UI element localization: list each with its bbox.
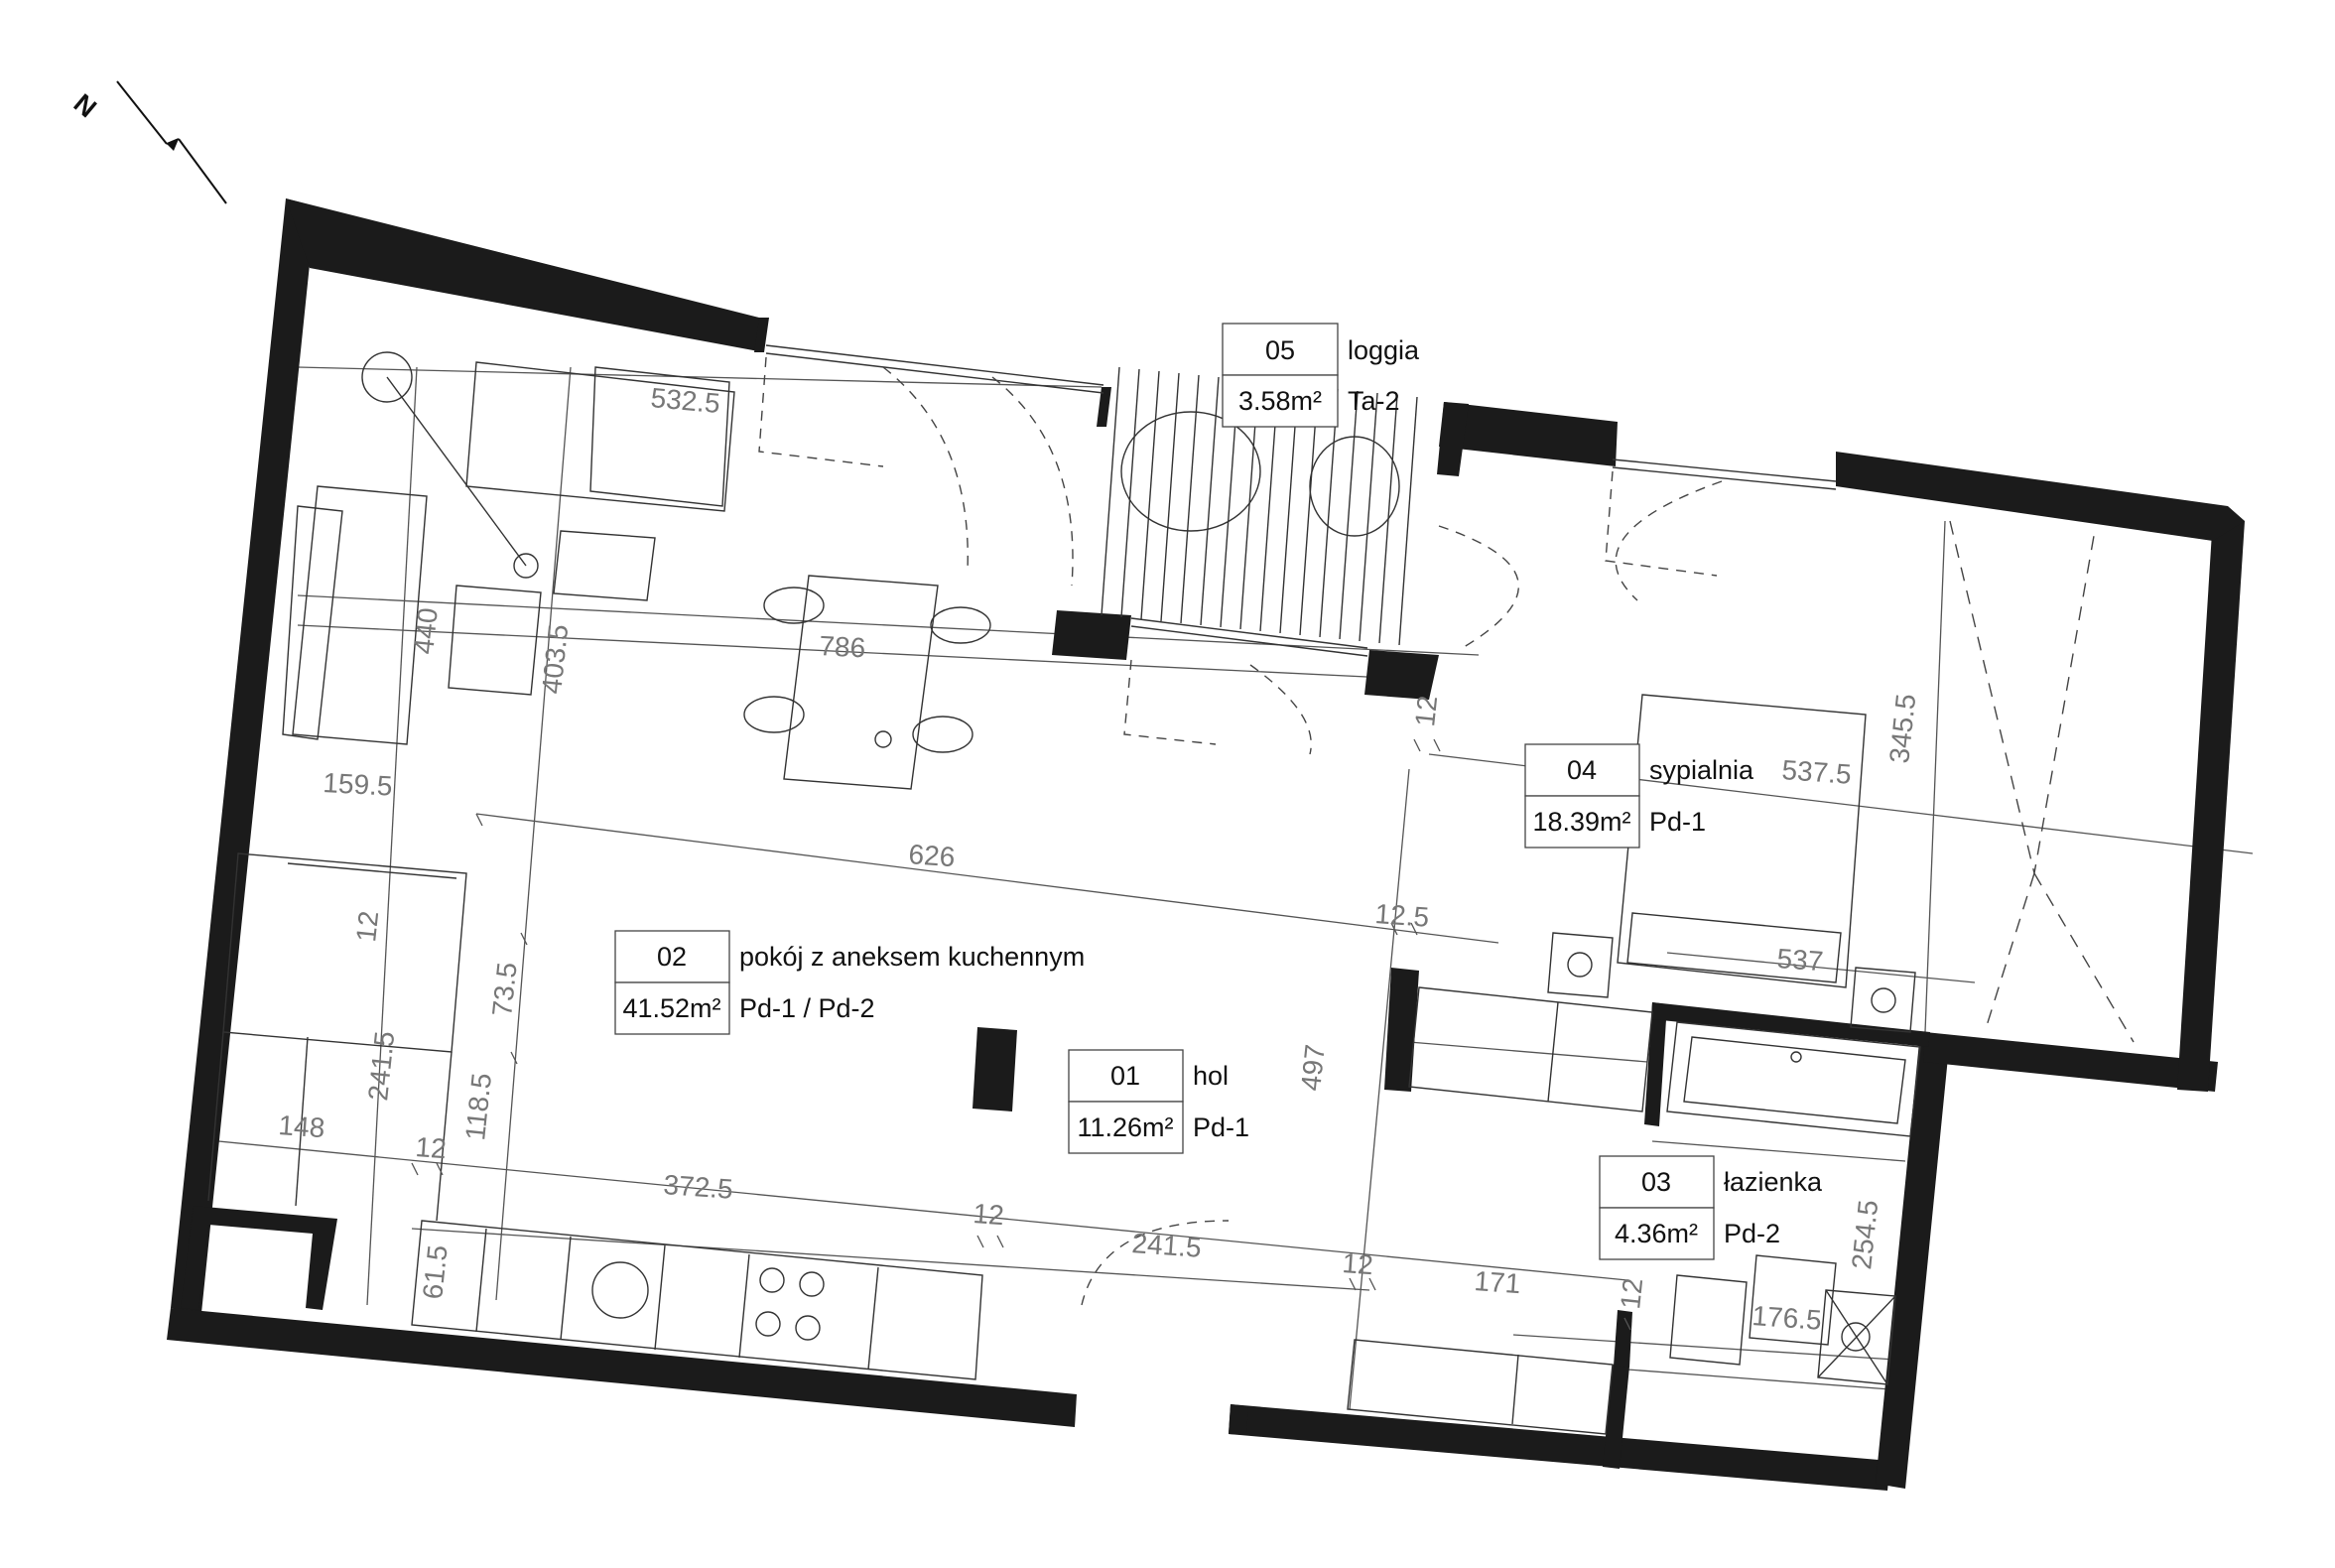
- room-area: 11.26m²: [1077, 1112, 1173, 1142]
- dim-176-5: 176.5: [1751, 1300, 1823, 1336]
- room-number: 01: [1110, 1061, 1140, 1091]
- dim-786: 786: [819, 630, 866, 663]
- dim-12-5: 12.5: [1374, 898, 1431, 933]
- dim-12-f: 12: [1615, 1276, 1648, 1310]
- furniture: [207, 351, 1921, 1435]
- dim-171: 171: [1474, 1265, 1522, 1299]
- room-label-bedroom: 04 sypialnia 18.39m² Pd-1: [1524, 743, 1754, 849]
- room-finish: Pd-1 / Pd-2: [739, 993, 875, 1023]
- room-number: 04: [1567, 755, 1597, 785]
- room-name: łazienka: [1724, 1167, 1823, 1197]
- north-arrow-icon: [116, 80, 227, 204]
- dim-537-5: 537.5: [1781, 754, 1853, 790]
- dim-532-5: 532.5: [649, 382, 721, 419]
- room-number: 03: [1641, 1167, 1671, 1197]
- room-label-loggia: 05 loggia 3.58m² Ta-2: [1222, 323, 1420, 428]
- dim-241-5-vertical: 241.5: [362, 1030, 400, 1103]
- dim-73-5: 73.5: [486, 961, 523, 1017]
- dim-148: 148: [278, 1110, 326, 1143]
- room-label-hall: 01 hol 11.26m² Pd-1: [1068, 1049, 1249, 1154]
- room-finish: Pd-1: [1649, 807, 1706, 837]
- room-area: 4.36m²: [1615, 1219, 1698, 1248]
- room-area: 18.39m²: [1532, 807, 1630, 837]
- room-finish: Ta-2: [1348, 386, 1400, 416]
- dim-403-5: 403.5: [536, 623, 574, 696]
- dim-372-5: 372.5: [663, 1169, 734, 1205]
- room-label-living-kitchen: 02 pokój z aneksem kuchennym 41.52m² Pd-…: [614, 930, 1085, 1035]
- room-number: 05: [1265, 335, 1295, 365]
- compass-label: N: [68, 88, 102, 124]
- dim-241-5-horizontal: 241.5: [1131, 1228, 1203, 1263]
- dim-345-5: 345.5: [1883, 693, 1921, 765]
- room-area: 3.58m²: [1238, 386, 1322, 416]
- windows: [765, 344, 1837, 657]
- dim-61-5: 61.5: [417, 1243, 454, 1300]
- dim-12-d: 12: [1342, 1247, 1374, 1280]
- room-name: pokój z aneksem kuchennym: [739, 942, 1085, 972]
- dim-118-5: 118.5: [459, 1072, 497, 1142]
- walls: [167, 198, 2245, 1491]
- door-swings: [758, 356, 2135, 1306]
- room-finish: Pd-2: [1724, 1219, 1780, 1248]
- dim-159-5: 159.5: [323, 767, 394, 802]
- room-name: hol: [1193, 1061, 1229, 1091]
- room-finish: Pd-1: [1193, 1112, 1249, 1142]
- dim-12-a: 12: [350, 909, 384, 943]
- room-name: sypialnia: [1649, 755, 1754, 785]
- dimension-ticks: [411, 738, 1631, 1331]
- dim-440: 440: [408, 606, 444, 656]
- internal-lines: [197, 366, 2254, 1410]
- dim-626: 626: [908, 839, 957, 872]
- room-label-bathroom: 03 łazienka 4.36m² Pd-2: [1599, 1155, 1823, 1260]
- dim-12-c: 12: [973, 1198, 1005, 1231]
- room-name: loggia: [1348, 335, 1420, 365]
- dim-12-b: 12: [415, 1131, 448, 1164]
- room-area: 41.52m²: [622, 993, 720, 1023]
- room-number: 02: [657, 942, 687, 972]
- dim-497: 497: [1295, 1043, 1331, 1093]
- dim-537: 537: [1776, 943, 1825, 977]
- dimension-labels: 532.5 440 403.5 786 159.5 626 12 73.5 11…: [278, 382, 1922, 1336]
- dim-12-e: 12: [1409, 694, 1443, 727]
- dim-254-5: 254.5: [1846, 1199, 1883, 1271]
